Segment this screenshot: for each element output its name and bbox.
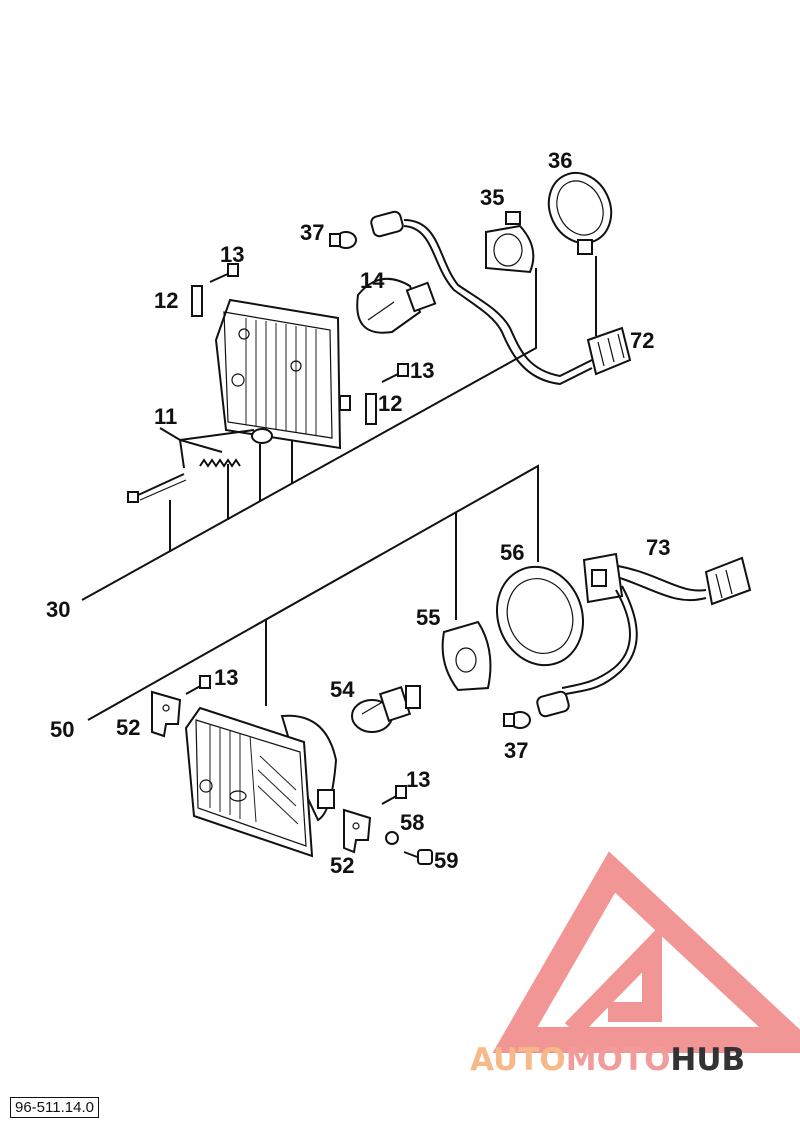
adjuster-screw-11 bbox=[127, 473, 187, 503]
bulb-14 bbox=[356, 277, 437, 334]
callout-13-lower-a: 13 bbox=[214, 665, 238, 690]
callout-11: 11 bbox=[154, 404, 177, 429]
lower-headlight-housing bbox=[184, 706, 338, 858]
retaining-ring-35 bbox=[485, 211, 535, 274]
callout-30: 30 bbox=[46, 597, 70, 622]
callout-59: 59 bbox=[434, 848, 458, 873]
callout-14: 14 bbox=[360, 268, 385, 293]
adjuster-spring-11 bbox=[199, 458, 241, 468]
callout-13-lower-b: 13 bbox=[406, 767, 430, 792]
watermark-hub: HUB bbox=[670, 1042, 746, 1078]
callout-72: 72 bbox=[630, 328, 654, 353]
callout-12-upper-b: 12 bbox=[378, 391, 402, 416]
bolt-13-lower-b bbox=[381, 785, 407, 805]
group-50-leaders bbox=[87, 464, 539, 721]
cap-56 bbox=[495, 565, 585, 667]
clip-12-upper-a bbox=[191, 285, 203, 317]
callout-37-upper: 37 bbox=[300, 220, 324, 245]
watermark-moto: MOTO bbox=[565, 1042, 671, 1078]
callout-37-lower: 37 bbox=[504, 738, 528, 763]
bracket-52-upper bbox=[151, 690, 182, 738]
callout-13-upper-a: 13 bbox=[220, 242, 244, 267]
watermark-logo bbox=[492, 851, 800, 1053]
callout-36: 36 bbox=[548, 148, 572, 173]
callout-55: 55 bbox=[416, 605, 440, 630]
group-30-leaders bbox=[81, 256, 597, 601]
callout-12-upper-a: 12 bbox=[154, 288, 178, 313]
upper-headlight-housing bbox=[214, 298, 351, 450]
watermark-text: AUTOMOTOHUB bbox=[470, 1042, 792, 1082]
callout-73: 73 bbox=[646, 535, 670, 560]
callout-56: 56 bbox=[500, 540, 524, 565]
bulb-37-upper bbox=[329, 231, 357, 249]
bulb-54 bbox=[351, 685, 421, 733]
document-number: 96-511.14.0 bbox=[10, 1097, 99, 1118]
retaining-ring-55 bbox=[441, 620, 492, 692]
callout-52-lower: 52 bbox=[330, 853, 354, 878]
bracket-52-lower bbox=[343, 808, 372, 854]
lower-wiring bbox=[503, 552, 752, 729]
upper-wiring bbox=[370, 210, 632, 386]
callout-58: 58 bbox=[400, 810, 424, 835]
callout-35: 35 bbox=[480, 185, 504, 210]
cap-36 bbox=[547, 171, 613, 255]
callout-52-upper: 52 bbox=[116, 715, 140, 740]
adjuster-nut-11 bbox=[251, 428, 273, 444]
watermark-auto: AUTO bbox=[470, 1042, 566, 1078]
bolt-13-upper-b bbox=[381, 363, 409, 383]
callout-54: 54 bbox=[330, 677, 355, 702]
bolt-13-lower-a bbox=[185, 675, 211, 695]
lower-headlight-assembly bbox=[87, 464, 752, 865]
upper-headlight-assembly bbox=[81, 171, 632, 601]
screw-59 bbox=[403, 849, 433, 865]
clip-12-upper-b bbox=[365, 393, 377, 425]
washer-58 bbox=[385, 831, 399, 845]
bolt-13-upper-a bbox=[209, 263, 239, 283]
callout-13-upper-b: 13 bbox=[410, 358, 434, 383]
callout-50: 50 bbox=[50, 717, 74, 742]
